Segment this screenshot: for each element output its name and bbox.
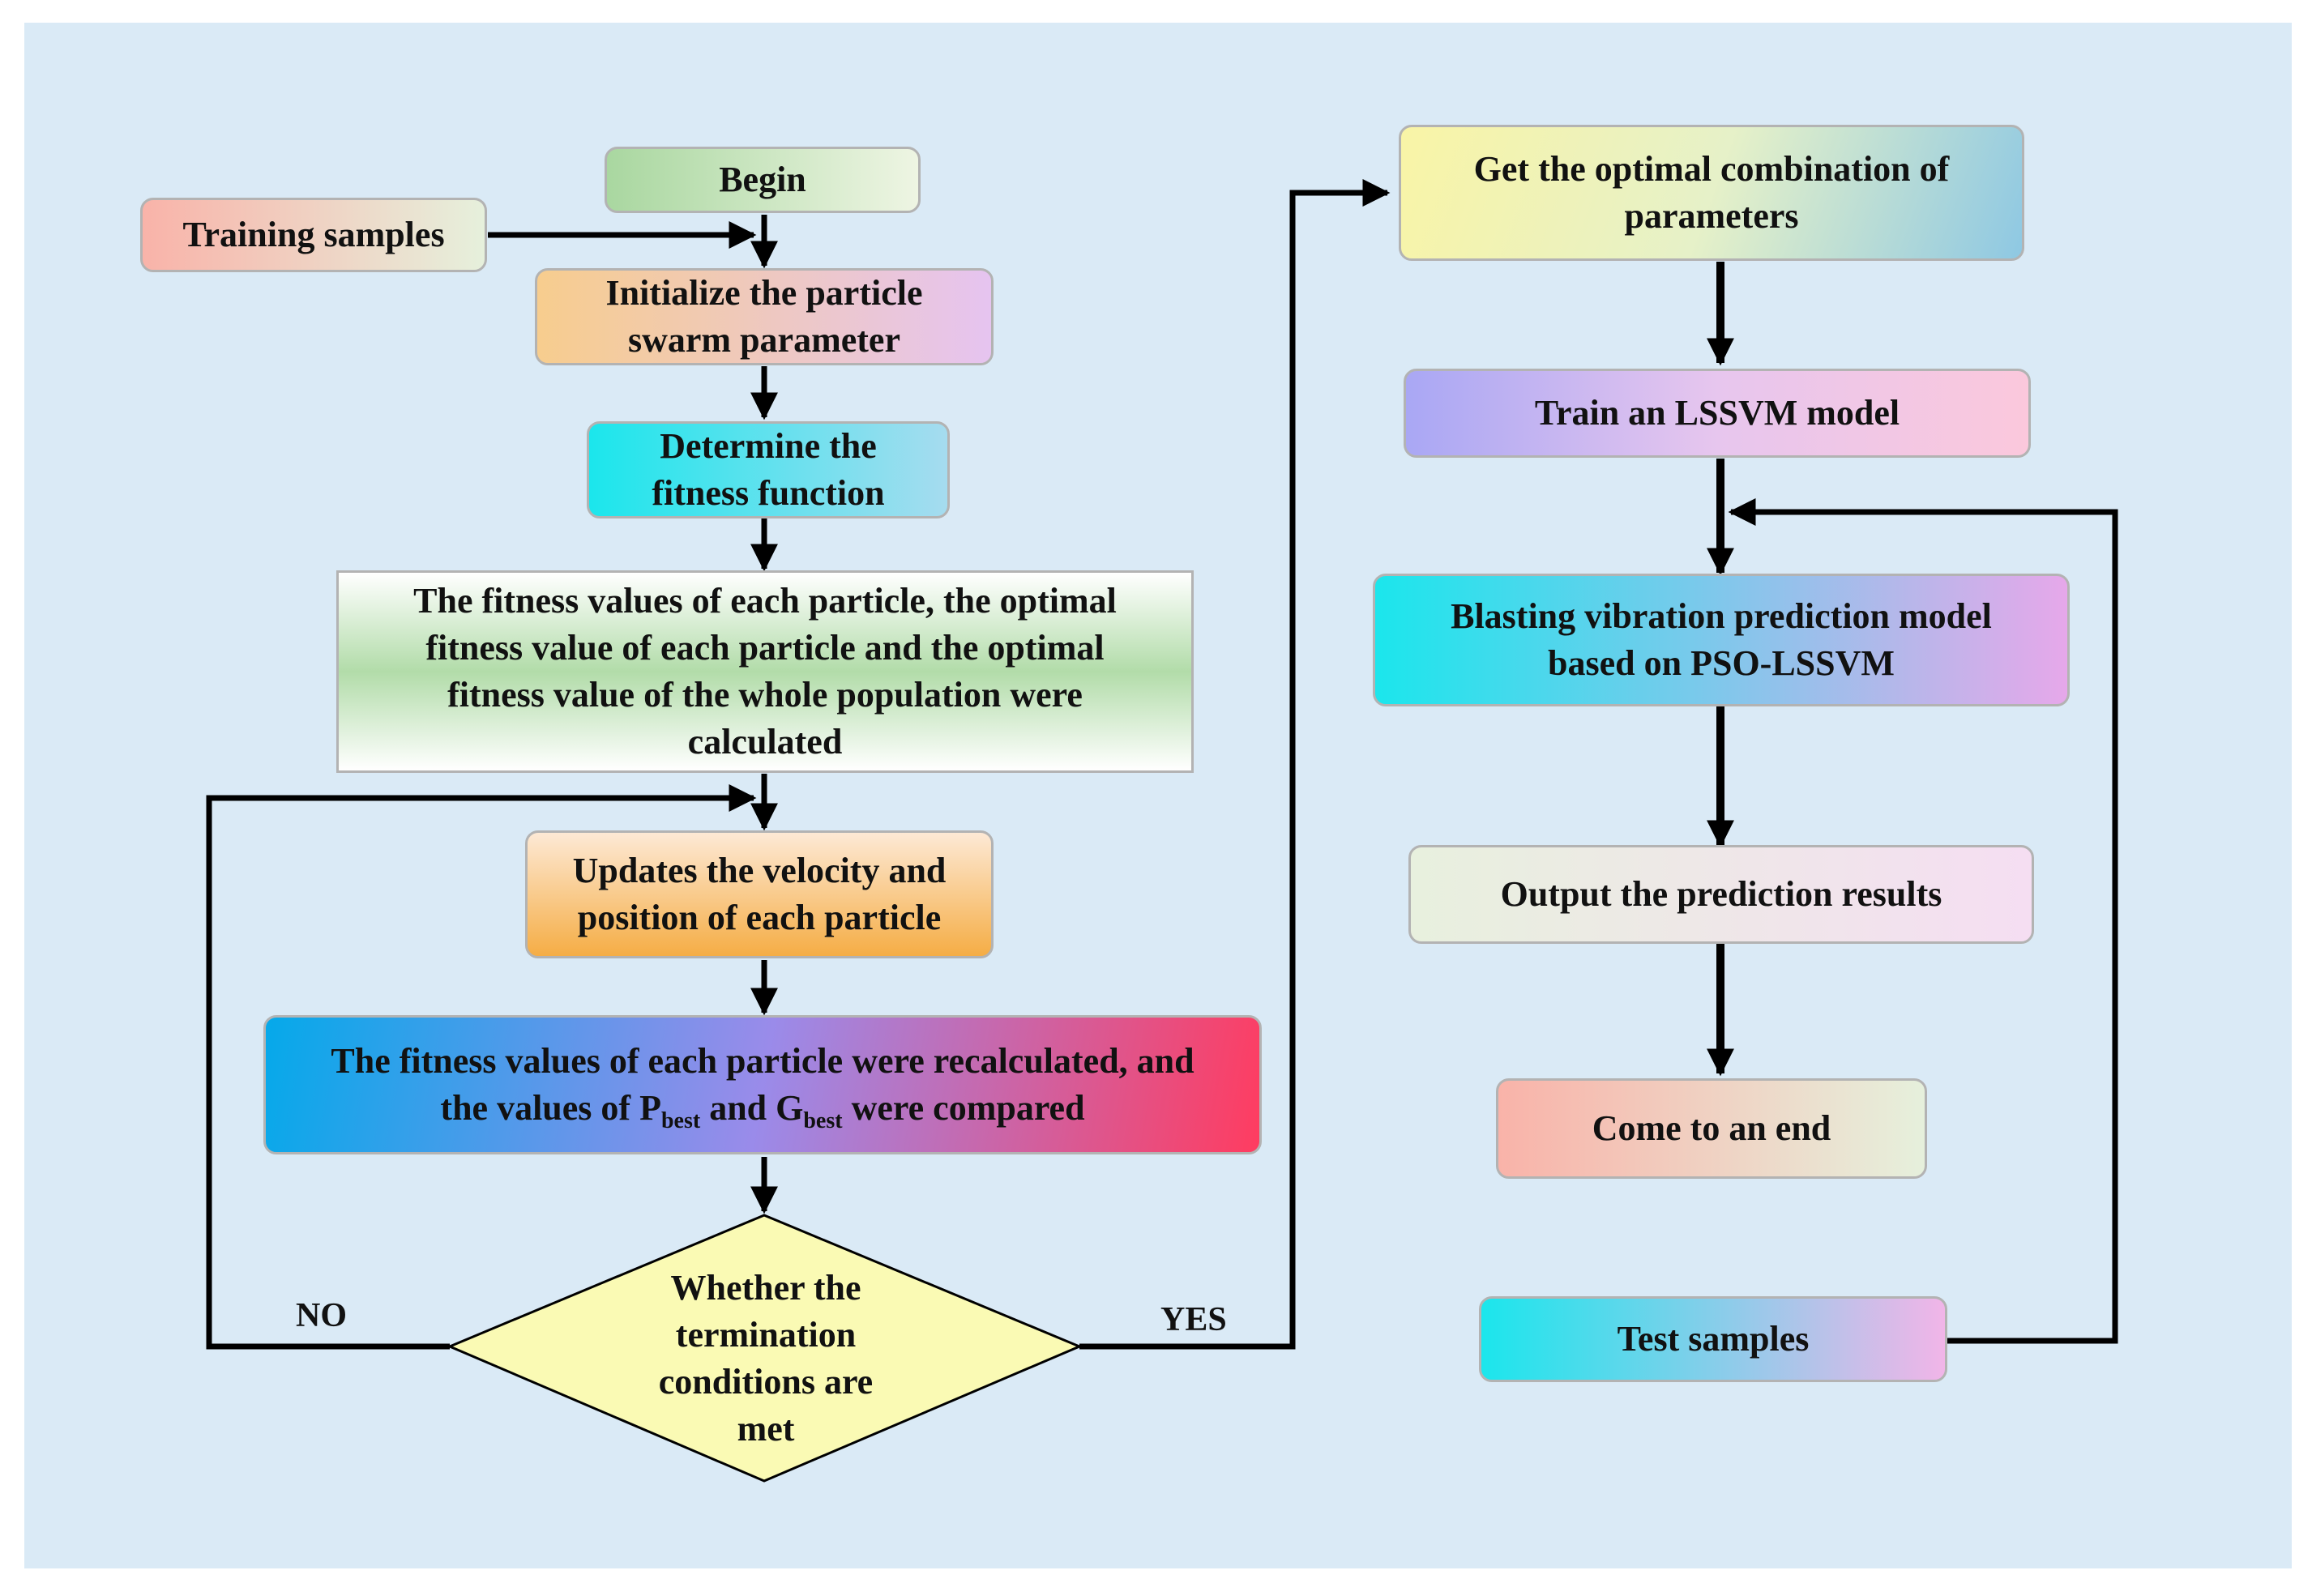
come-to-end-node: Come to an end <box>1496 1078 1927 1179</box>
decision-line-3: conditions are <box>658 1362 874 1402</box>
initialize-node: Initialize the particle swarm parameter <box>535 268 994 365</box>
fitness-function-node: Determine the fitness function <box>587 421 950 518</box>
prediction-model-line-2: based on PSO-LSSVM <box>1548 643 1895 683</box>
initialize-line-2: swarm parameter <box>628 320 900 360</box>
fitness-values-line-2: fitness value of each particle and the o… <box>425 628 1105 668</box>
arrow-yes-to-optimal <box>1079 179 1391 1350</box>
optimal-combination-node: Get the optimal combination of parameter… <box>1399 125 2024 261</box>
recalculated-node: The fitness values of each particle were… <box>263 1015 1262 1154</box>
update-velocity-node: Updates the velocity and position of eac… <box>525 830 994 958</box>
initialize-line-1: Initialize the particle <box>605 273 923 313</box>
prediction-model-line-1: Blasting vibration prediction model <box>1451 596 1992 636</box>
test-samples-node: Test samples <box>1479 1296 1947 1382</box>
recalc-prefix: the values of P <box>440 1088 661 1128</box>
g-best-subscript: best <box>803 1108 843 1133</box>
training-samples-node: Training samples <box>140 198 487 272</box>
recalculated-line-1: The fitness values of each particle were… <box>331 1041 1194 1081</box>
loop-no-back-to-update <box>206 784 757 1350</box>
begin-label: Begin <box>719 160 806 199</box>
test-samples-label: Test samples <box>1617 1319 1810 1359</box>
decision-line-4: met <box>737 1409 795 1449</box>
training-samples-label: Training samples <box>182 215 445 254</box>
update-velocity-line-1: Updates the velocity and <box>572 851 947 890</box>
fitness-function-line-1: Determine the <box>660 426 877 466</box>
recalculated-line-2: the values of Pbest and Gbest were compa… <box>331 1085 1194 1133</box>
optimal-combination-line-1: Get the optimal combination of <box>1473 149 1950 189</box>
train-lssvm-node: Train an LSSVM model <box>1404 369 2031 458</box>
no-label: NO <box>296 1297 347 1334</box>
recalc-suffix: were compared <box>842 1088 1085 1128</box>
yes-label: YES <box>1160 1301 1227 1338</box>
output-results-node: Output the prediction results <box>1408 845 2034 944</box>
decision-line-2: termination <box>675 1315 857 1355</box>
decision-diamond <box>447 1214 1083 1483</box>
fitness-function-line-2: fitness function <box>652 473 885 513</box>
recalc-mid: and G <box>700 1088 804 1128</box>
fitness-values-line-4: calculated <box>687 722 843 762</box>
fitness-values-node: The fitness values of each particle, the… <box>336 570 1194 773</box>
fitness-values-line-1: The fitness values of each particle, the… <box>413 581 1117 621</box>
come-to-end-label: Come to an end <box>1592 1108 1831 1148</box>
train-lssvm-label: Train an LSSVM model <box>1534 393 1900 433</box>
prediction-model-node: Blasting vibration prediction model base… <box>1373 574 2070 706</box>
decision-line-1: Whether the <box>670 1268 861 1308</box>
p-best-subscript: best <box>660 1108 701 1133</box>
optimal-combination-line-2: parameters <box>1624 196 1799 236</box>
arrow-test-to-train-line <box>1728 498 2118 1344</box>
fitness-values-line-3: fitness value of the whole population we… <box>447 675 1083 715</box>
begin-node: Begin <box>605 147 921 213</box>
update-velocity-line-2: position of each particle <box>577 898 942 937</box>
output-results-label: Output the prediction results <box>1500 874 1942 914</box>
decision-text: Whether the termination conditions are m… <box>604 1241 928 1476</box>
